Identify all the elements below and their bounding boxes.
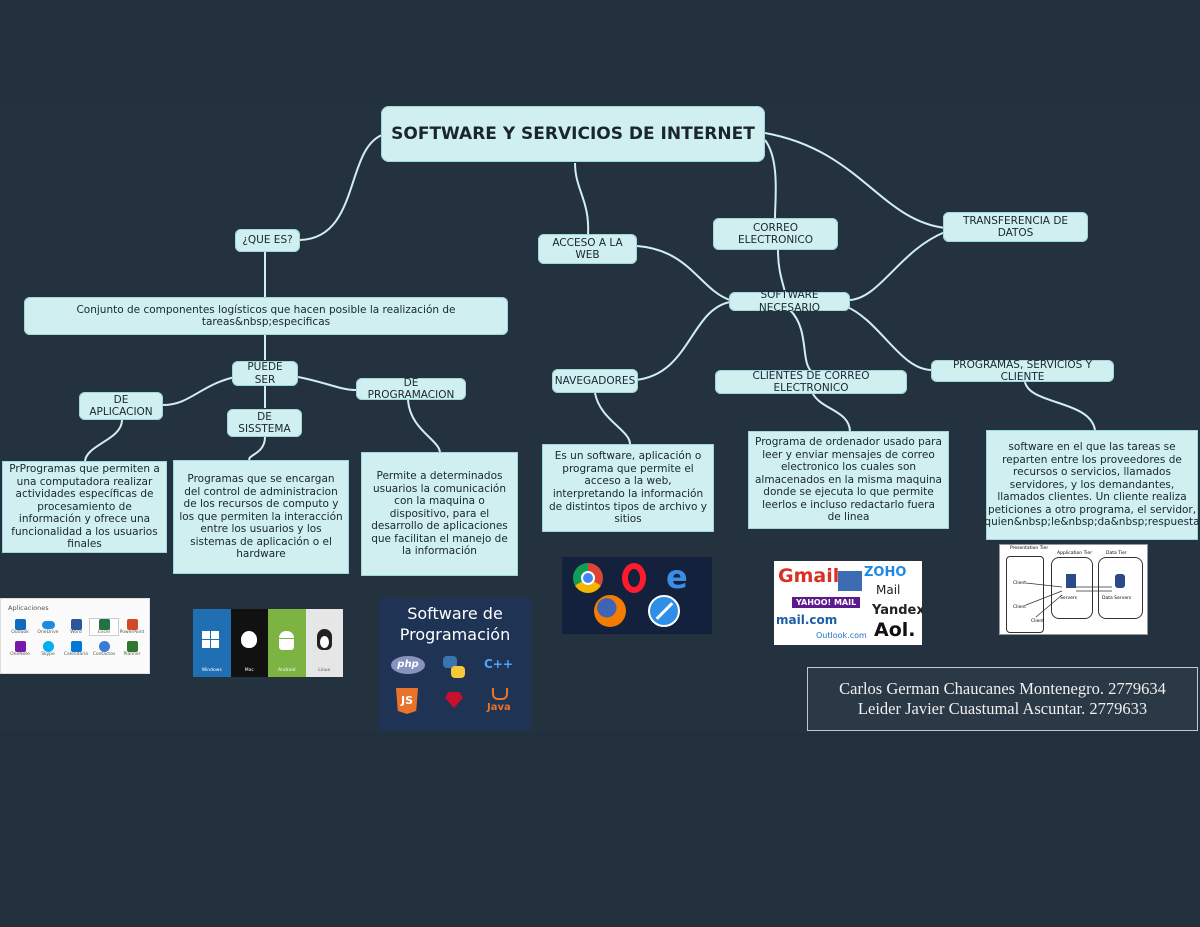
windows-logo-icon: Windows xyxy=(193,609,231,677)
zoho-mail-label: Mail xyxy=(876,583,901,597)
app-calendar-icon: Calendario xyxy=(62,641,90,657)
app-onenote-icon: OneNote xyxy=(6,641,34,657)
client-icon: Client xyxy=(1031,619,1045,624)
desc-sistema: Programas que se encargan del control de… xyxy=(173,460,349,574)
credit-line-1: Carlos German Chaucanes Montenegro. 2779… xyxy=(839,679,1166,698)
desc-navegadores: Es un software, aplicación o programa qu… xyxy=(542,444,714,532)
presentation-tier-box: Client Client Client xyxy=(1006,556,1044,633)
app-word-icon: Word xyxy=(62,619,90,635)
credit-line-2: Leider Javier Cuastumal Ascuntar. 277963… xyxy=(857,699,1148,718)
node-de-sistema[interactable]: DE SISSTEMA xyxy=(227,409,302,437)
desc-programacion: Permite a determinados usuarios la comun… xyxy=(361,452,518,576)
programming-title-line1: Software de xyxy=(407,604,503,623)
apps-header: Aplicaciones xyxy=(8,604,49,612)
gmail-logo: Gmail xyxy=(778,565,840,587)
apps-image: Aplicaciones Outlook OneDrive Word Excel… xyxy=(0,598,150,674)
browsers-image: e xyxy=(562,557,712,634)
node-programas-servicios[interactable]: PROGRAMAS, SERVICIOS Y CLIENTE xyxy=(931,359,1114,383)
mailcom-logo: mail.com xyxy=(776,613,838,627)
node-software-necesario[interactable]: SOFTWARE NECESARIO xyxy=(729,289,850,314)
android-logo-icon: Android xyxy=(268,609,306,677)
node-que-es[interactable]: ¿QUE ES? xyxy=(235,229,300,252)
envelope-icon xyxy=(838,571,862,591)
client-icon: Client xyxy=(1013,581,1027,586)
tier-label-presentation: Presentation Tier xyxy=(1010,546,1049,551)
yahoo-mail-logo: YAHOO! MAIL xyxy=(792,597,861,608)
mail-clients-image: Gmail ZOHO Mail YAHOO! MAIL Yandex mail.… xyxy=(774,561,922,645)
node-puede-ser[interactable]: PUEDE SER xyxy=(232,361,298,386)
credits-box: Carlos German Chaucanes Montenegro. 2779… xyxy=(807,667,1198,731)
linux-logo-icon: Linux xyxy=(305,609,343,677)
desc-aplicacion: PrProgramas que permiten a una computado… xyxy=(2,461,167,553)
java-logo-icon: Java xyxy=(484,684,514,718)
zoho-logo: ZOHO xyxy=(864,565,907,580)
chrome-logo-icon xyxy=(573,563,603,593)
desc-programas-servicios: software en el que las tareas se reparte… xyxy=(984,430,1200,540)
app-planner-icon: Planner xyxy=(118,641,146,657)
app-excel-icon: Excel xyxy=(90,619,118,635)
node-de-programacion[interactable]: DE PROGRAMACION xyxy=(356,377,466,401)
node-transferencia-datos[interactable]: TRANSFERENCIA DE DATOS xyxy=(943,212,1088,242)
opera-logo-icon xyxy=(622,563,646,593)
python-logo-icon xyxy=(443,656,465,678)
architecture-arrows xyxy=(1025,582,1112,618)
servers-label: Servers xyxy=(1060,596,1078,601)
node-conjunto[interactable]: Conjunto de componentes logísticos que h… xyxy=(24,297,508,335)
apple-logo-icon: Mac xyxy=(230,609,268,677)
ruby-logo-icon xyxy=(445,692,463,708)
safari-logo-icon xyxy=(648,595,680,627)
aol-logo: Aol. xyxy=(874,619,916,641)
central-topic[interactable]: SOFTWARE Y SERVICIOS DE INTERNET xyxy=(381,106,765,162)
node-navegadores[interactable]: NAVEGADORES xyxy=(552,369,638,393)
app-powerpoint-icon: PowerPoint xyxy=(118,619,146,635)
node-acceso-web[interactable]: ACCESO A LA WEB xyxy=(538,234,637,264)
edge-logo-icon: e xyxy=(666,558,688,596)
node-clientes-correo[interactable]: CLIENTES DE CORREO ELECTRONICO xyxy=(715,370,907,394)
tier-label-application: Application Tier xyxy=(1057,551,1093,556)
yandex-logo: Yandex xyxy=(872,603,922,618)
programming-image: Software de Programación php C++ JS Java xyxy=(379,598,531,731)
tier-label-data: Data Tier xyxy=(1106,551,1127,556)
database-icon xyxy=(1115,574,1125,588)
php-logo-icon: php xyxy=(391,656,425,674)
programming-title-line2: Programación xyxy=(399,625,511,644)
firefox-logo-icon xyxy=(594,595,626,627)
js-logo-icon: JS xyxy=(396,688,418,714)
app-skype-icon: Skype xyxy=(34,641,62,657)
apps-grid: Outlook OneDrive Word Excel PowerPoint O… xyxy=(6,619,148,657)
node-correo-electronico[interactable]: CORREO ELECTRONICO xyxy=(713,218,838,250)
data-tier-box: Data Servers xyxy=(1098,557,1143,619)
app-outlook-icon: Outlook xyxy=(6,619,34,635)
application-tier-box: Servers xyxy=(1051,557,1093,619)
outlook-logo: Outlook.com xyxy=(816,631,867,640)
client-icon: Client xyxy=(1013,605,1027,610)
desc-clientes-correo: Programa de ordenador usado para leer y … xyxy=(748,431,949,529)
client-server-image: Presentation Tier Application Tier Data … xyxy=(999,544,1148,635)
app-contacts-icon: Contactos xyxy=(90,641,118,657)
app-onedrive-icon: OneDrive xyxy=(34,619,62,635)
os-image: Windows Mac Android Linux xyxy=(193,609,343,677)
server-icon xyxy=(1066,574,1076,588)
node-de-aplicacion[interactable]: DE APLICACION xyxy=(79,392,163,420)
data-servers-label: Data Servers xyxy=(1102,596,1132,601)
cpp-logo-icon: C++ xyxy=(484,657,513,671)
